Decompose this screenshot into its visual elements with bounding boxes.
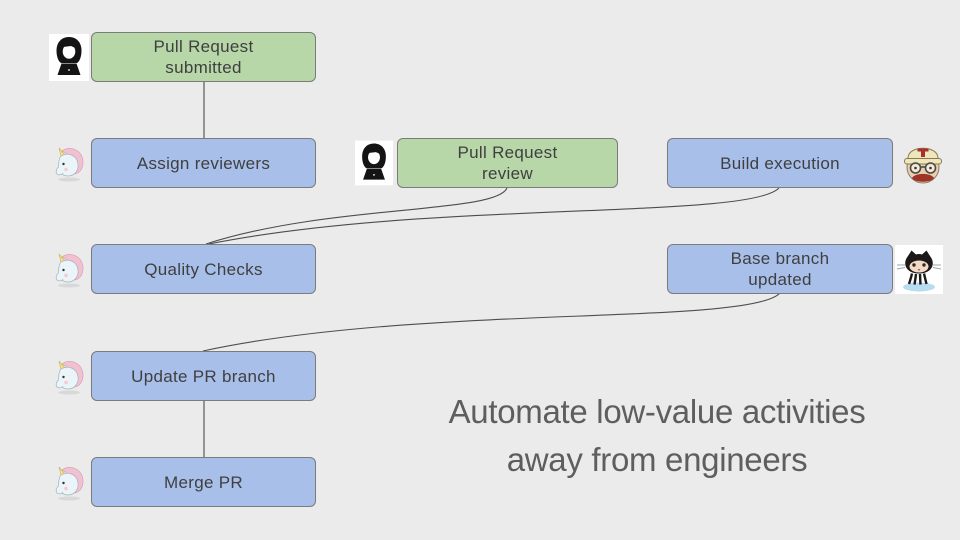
github-octocat-icon <box>895 245 943 294</box>
woman-technologist-icon <box>355 138 393 188</box>
woman-technologist-icon <box>49 34 89 81</box>
node-label: Quality Checks <box>144 259 263 279</box>
node-merge-pr: Merge PR <box>91 457 316 507</box>
node-assign-reviewers: Assign reviewers <box>91 138 316 188</box>
caption-line-2: away from engineers <box>506 441 808 478</box>
node-pr-review: Pull Request review <box>397 138 618 188</box>
node-label: Base branch updated <box>730 249 830 289</box>
unicorn-icon <box>52 145 86 182</box>
connector-review-to-quality <box>205 187 508 245</box>
node-label: Assign reviewers <box>136 153 271 173</box>
unicorn-icon <box>52 251 86 288</box>
unicorn-icon <box>52 358 86 395</box>
connector-build-to-quality <box>208 187 780 245</box>
node-build-execution: Build execution <box>667 138 893 188</box>
node-base-branch-updated: Base branch updated <box>667 244 893 294</box>
node-label: Update PR branch <box>131 366 276 386</box>
node-label: Build execution <box>720 153 840 173</box>
node-pr-submitted: Pull Request submitted <box>91 32 316 82</box>
slide-caption: Automate low-value activities away from … <box>407 388 907 484</box>
node-label: Pull Request submitted <box>153 37 254 77</box>
caption-line-1: Automate low-value activities <box>448 393 866 430</box>
connector-base-to-update <box>202 292 781 352</box>
unicorn-icon <box>52 464 86 501</box>
node-label: Pull Request review <box>457 143 558 183</box>
node-update-pr-branch: Update PR branch <box>91 351 316 401</box>
node-quality-checks: Quality Checks <box>91 244 316 294</box>
travis-ci-builder-icon <box>900 138 946 188</box>
node-label: Merge PR <box>164 472 243 492</box>
